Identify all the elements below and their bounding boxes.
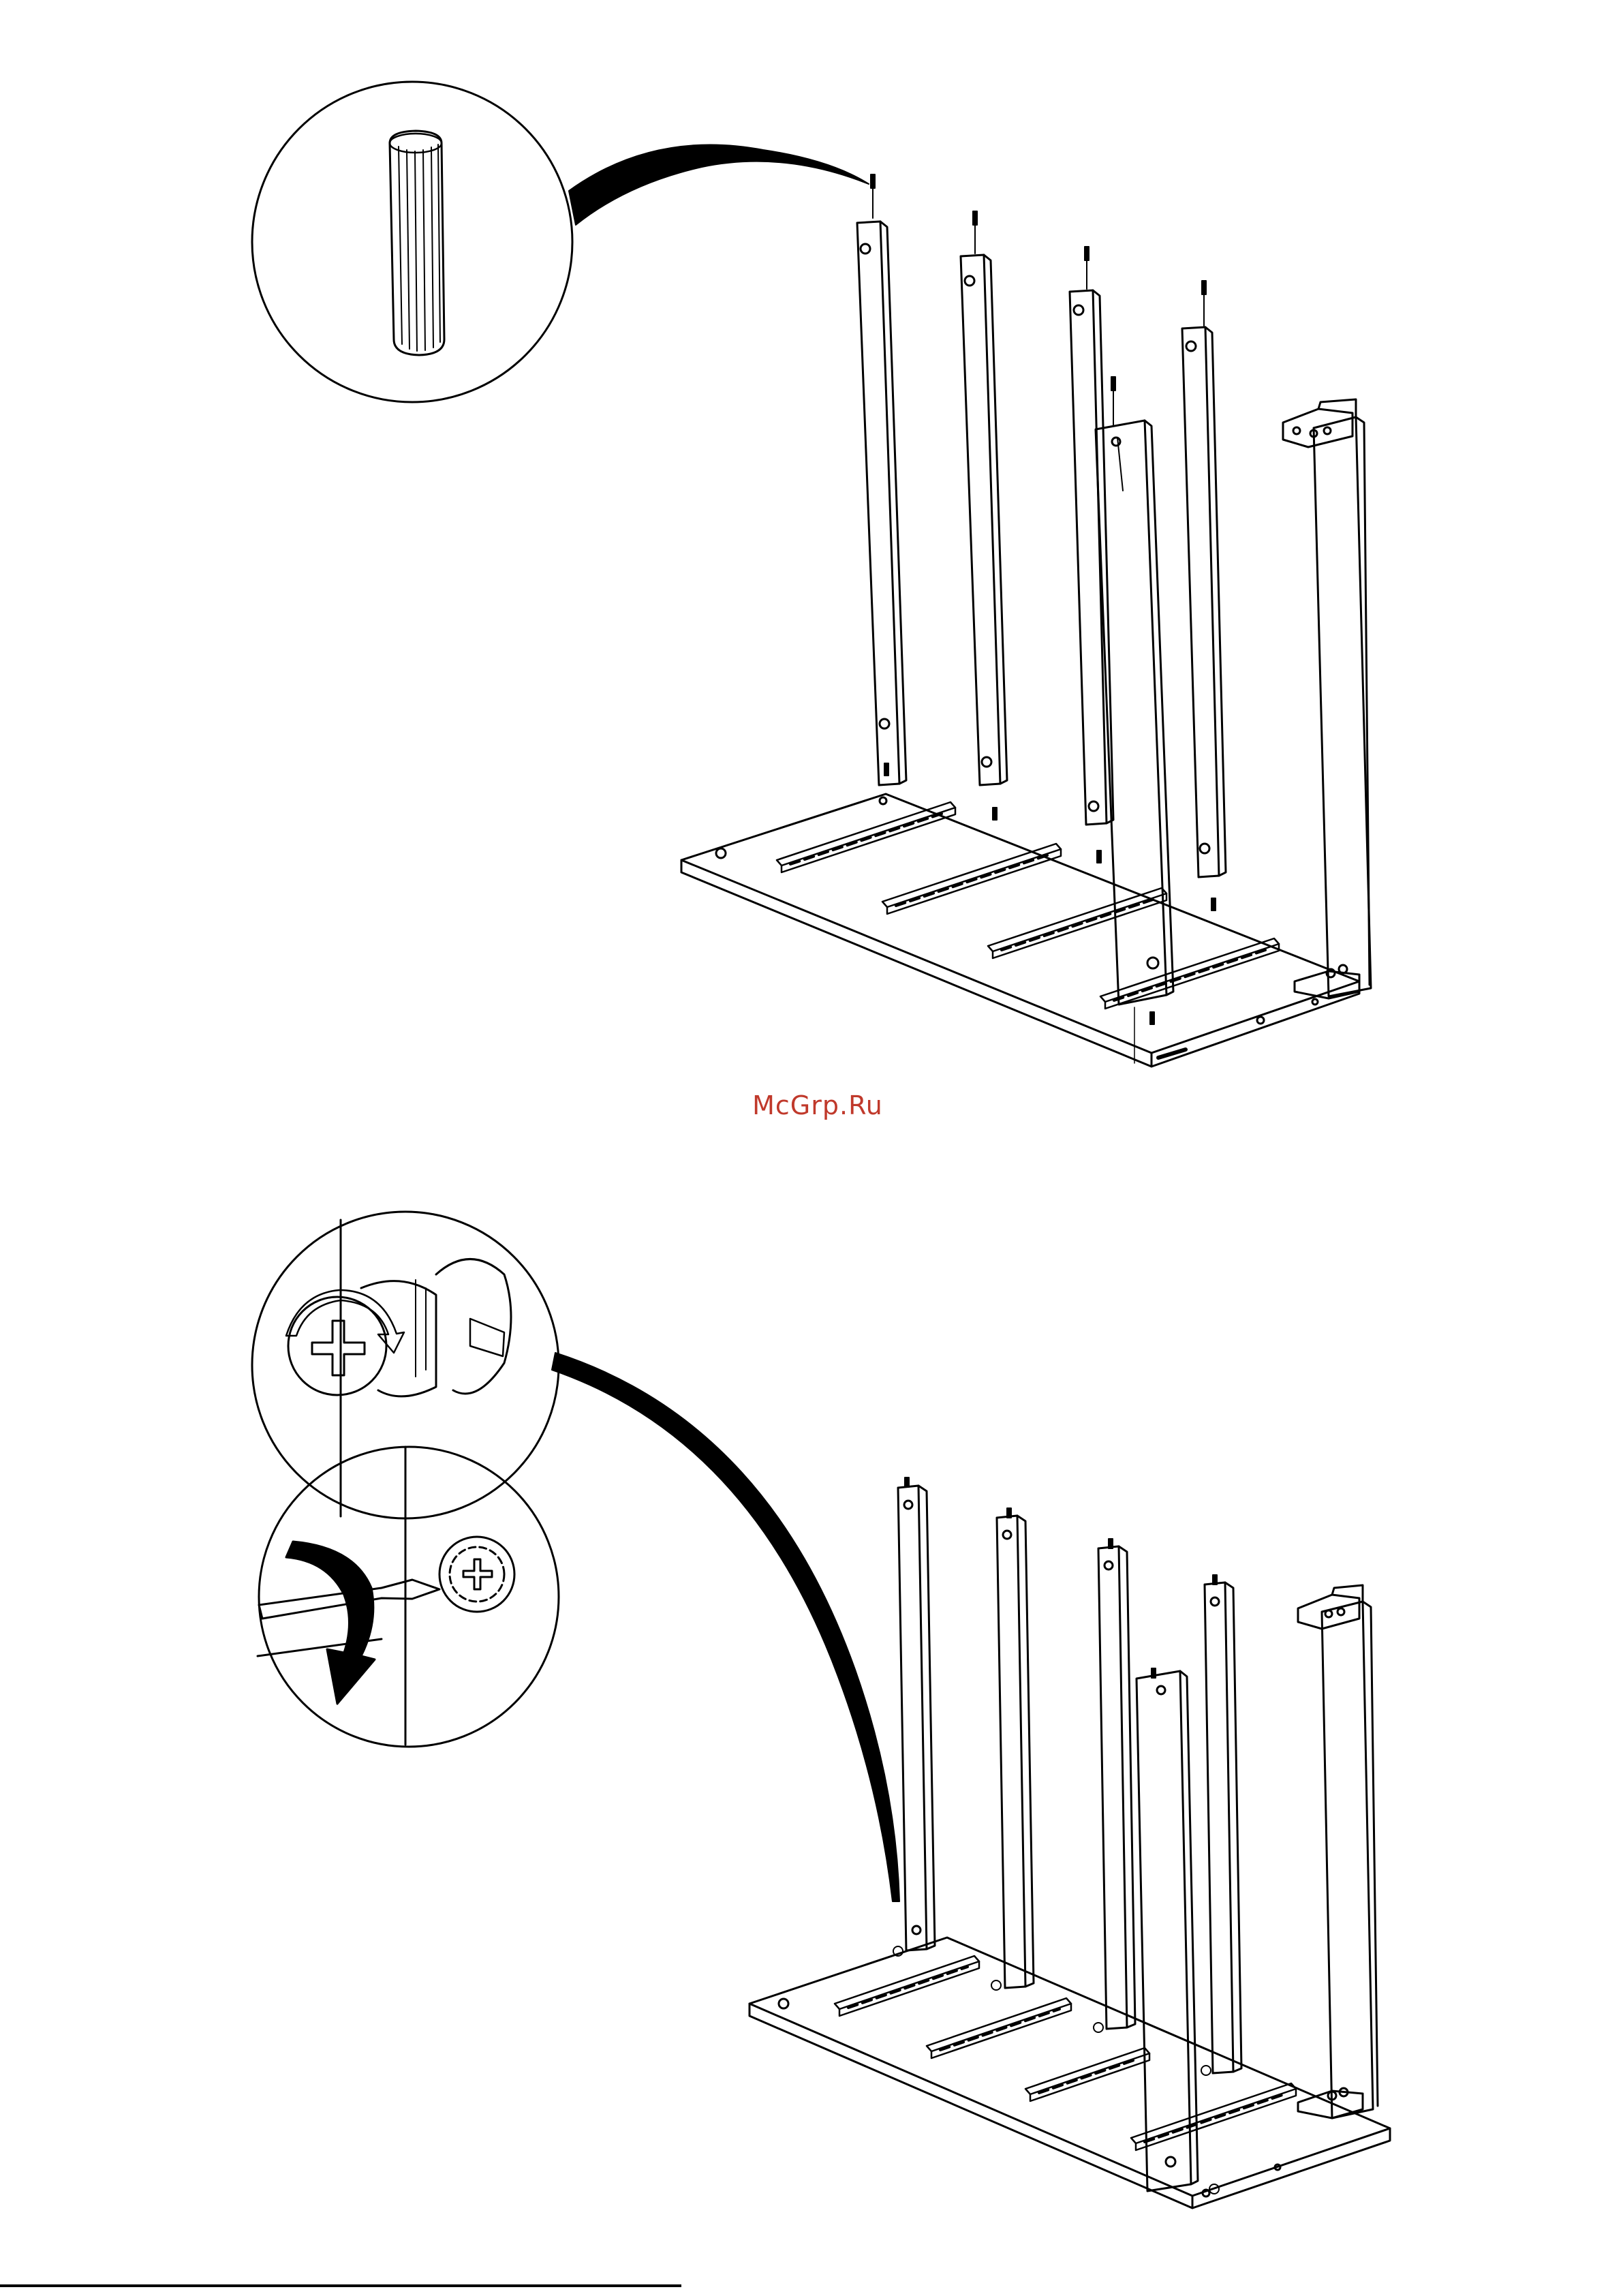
watermark: McGrp.Ru — [681, 1090, 954, 1120]
dowel-detail-callout — [252, 82, 869, 402]
callout-pointer — [569, 145, 869, 226]
assembled-post-3 — [1098, 1546, 1135, 2029]
cam-lock-side-icon — [439, 1537, 514, 1612]
cam-lock-icon — [286, 1280, 436, 1396]
vertical-post-1 — [857, 221, 906, 785]
side-upright — [1283, 399, 1371, 998]
vertical-post-2 — [961, 255, 1007, 785]
vertical-post-front — [1096, 420, 1173, 1005]
vertical-post-4 — [1182, 327, 1226, 877]
dowel-icon — [390, 131, 444, 355]
assembled-post-front — [1137, 1671, 1198, 2191]
vertical-post-3 — [1070, 290, 1113, 825]
bottom-rule — [0, 2284, 681, 2287]
callout-pointer-long — [552, 1353, 899, 1901]
rotate-arrow-icon — [286, 1542, 375, 1704]
upper-figure — [252, 82, 1371, 1067]
drawer-runners — [777, 802, 1279, 1009]
assembled-side-upright — [1298, 1585, 1378, 2118]
assembled-post-4 — [1205, 1582, 1241, 2073]
assembled-post-1 — [898, 1486, 935, 1950]
base-panel — [681, 794, 1359, 1067]
screwdriver-detail-callout — [258, 1447, 559, 1747]
drawer-runners-assembled — [835, 1956, 1296, 2150]
lower-figure — [252, 1212, 1390, 2208]
assembled-post-2 — [997, 1516, 1034, 1988]
top-dowels — [871, 174, 1206, 426]
